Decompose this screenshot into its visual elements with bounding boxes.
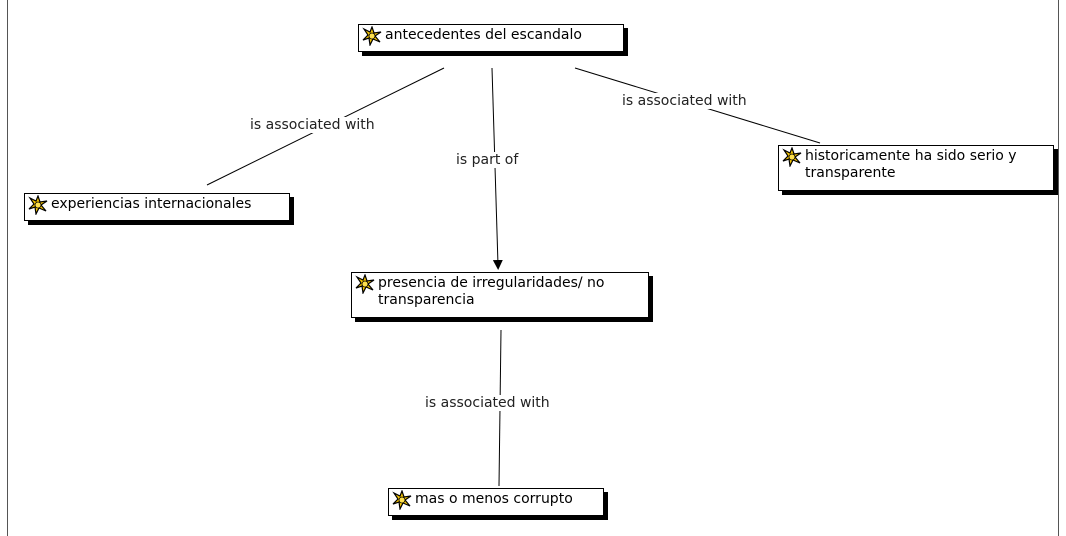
link-label-associated-bottom: is associated with <box>423 395 552 411</box>
concept-historicamente-serio[interactable]: historicamente ha sido serio y transpare… <box>778 145 1054 191</box>
concept-label: antecedentes del escandalo <box>385 27 582 43</box>
concept-label-line-2: transparente <box>805 165 896 181</box>
concept-label: experiencias internacionales <box>51 196 252 212</box>
concept-antecedentes-del-escandalo[interactable]: antecedentes del escandalo <box>358 24 624 52</box>
concept-star-icon <box>355 274 375 294</box>
concept-presencia-de-irregularidades[interactable]: presencia de irregularidades/ no transpa… <box>351 272 649 318</box>
concept-mas-o-menos-corrupto[interactable]: mas o menos corrupto <box>388 488 604 516</box>
concept-label-multiline: presencia de irregularidades/ no transpa… <box>378 275 605 309</box>
frame-border-left <box>7 0 8 536</box>
concept-label: mas o menos corrupto <box>415 491 573 507</box>
concept-star-icon <box>392 490 412 510</box>
frame-border-right <box>1058 0 1059 536</box>
concept-label-line-1: historicamente ha sido serio y <box>805 148 1017 164</box>
concept-experiencias-internacionales[interactable]: experiencias internacionales <box>24 193 290 221</box>
concept-label-multiline: historicamente ha sido serio y transpare… <box>805 148 1017 182</box>
link-label-associated-right: is associated with <box>620 93 749 109</box>
concept-label-line-1: presencia de irregularidades/ no <box>378 275 605 291</box>
concept-star-icon <box>362 26 382 46</box>
concept-star-icon <box>782 147 802 167</box>
link-label-associated-left: is associated with <box>248 117 377 133</box>
concept-star-icon <box>28 195 48 215</box>
link-label-part-of: is part of <box>454 152 521 168</box>
concept-label-line-2: transparencia <box>378 292 475 308</box>
